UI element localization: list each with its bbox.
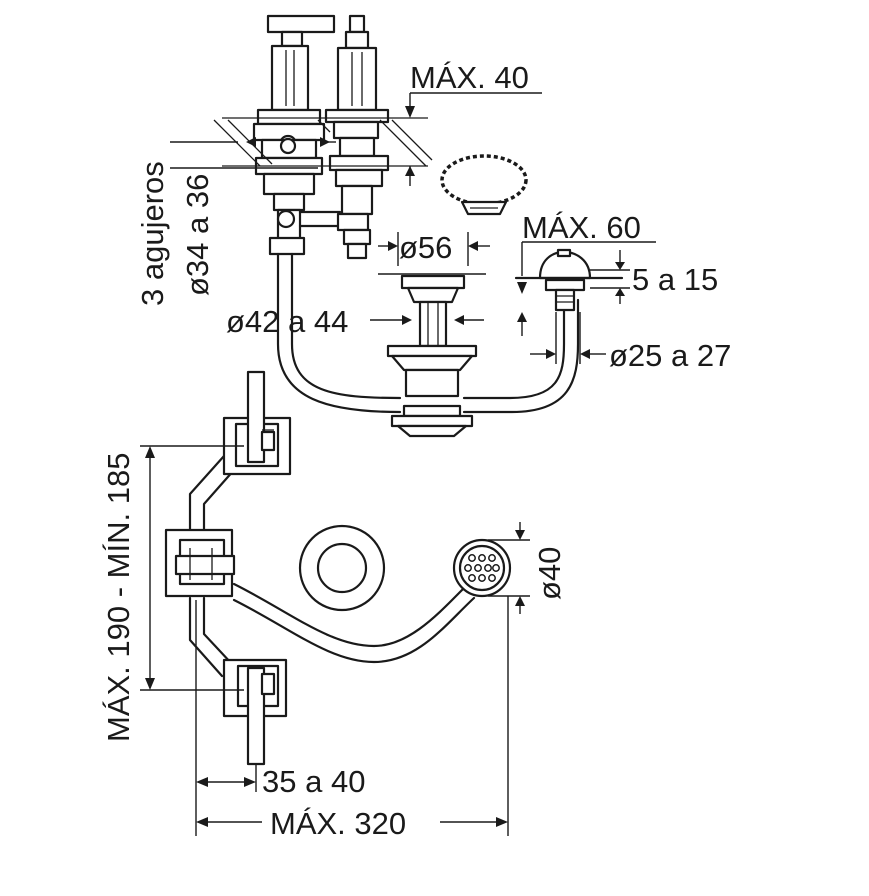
dim-dia-40: ø40: [488, 522, 567, 614]
hose-left: [276, 252, 402, 414]
drain-body: [386, 274, 478, 438]
shower-nozzles: [464, 554, 500, 582]
popup-knob: [514, 248, 624, 312]
dim-dia-56: ø56: [378, 230, 490, 275]
dim-dia-42-44: ø42 a 44: [226, 304, 484, 339]
left-valve-side-view: [252, 14, 336, 256]
lower-valve-plan: [222, 658, 288, 766]
label-range-5-15: 5 a 15: [632, 262, 718, 297]
plan-view: ø40 MÁX. 190 - MÍN. 185 35 a 40: [101, 370, 567, 841]
dim-range-5-15: 5 a 15: [590, 250, 718, 304]
dim-range-35-40: 35 a 40: [195, 600, 365, 836]
hose-right: [462, 298, 580, 414]
dim-max-60: MÁX. 60: [517, 210, 656, 336]
dim-holes: 3 agujeros ø34 a 36: [135, 137, 336, 306]
plan-hose-upper: [188, 454, 236, 532]
label-dia-25-27: ø25 a 27: [609, 338, 731, 373]
chain-and-plug: [440, 154, 528, 216]
plan-hose-lower: [188, 596, 234, 678]
label-holes-line2: ø34 a 36: [180, 174, 215, 296]
label-dia-42-44: ø42 a 44: [226, 304, 348, 339]
middle-valve-plan: [164, 528, 236, 598]
upper-valve-plan: [222, 370, 292, 476]
countertop-hatching: [213, 117, 433, 167]
elevation-view: MÁX. 40 3 agujeros ø34 a 36: [135, 14, 731, 438]
label-max-40: MÁX. 40: [410, 60, 529, 95]
dim-max-190-min-185: MÁX. 190 - MÍN. 185: [101, 445, 244, 742]
label-max-190-min-185: MÁX. 190 - MÍN. 185: [101, 453, 136, 742]
label-dia-56: ø56: [399, 230, 452, 265]
label-max-320: MÁX. 320: [270, 806, 406, 841]
right-valve-side-view: [324, 14, 390, 260]
label-holes-line1: 3 agujeros: [135, 161, 170, 306]
label-range-35-40: 35 a 40: [262, 764, 365, 799]
shower-head-plan: [452, 538, 512, 598]
dim-dia-25-27: ø25 a 27: [530, 312, 731, 373]
plan-hose-to-shower: [232, 582, 476, 664]
cross-pipe: [298, 210, 342, 228]
label-max-60: MÁX. 60: [522, 210, 641, 245]
drain-plan: [298, 524, 386, 612]
label-dia-40: ø40: [532, 547, 567, 600]
dim-max-40: MÁX. 40: [405, 60, 542, 186]
dim-max-320: MÁX. 320: [196, 596, 509, 841]
